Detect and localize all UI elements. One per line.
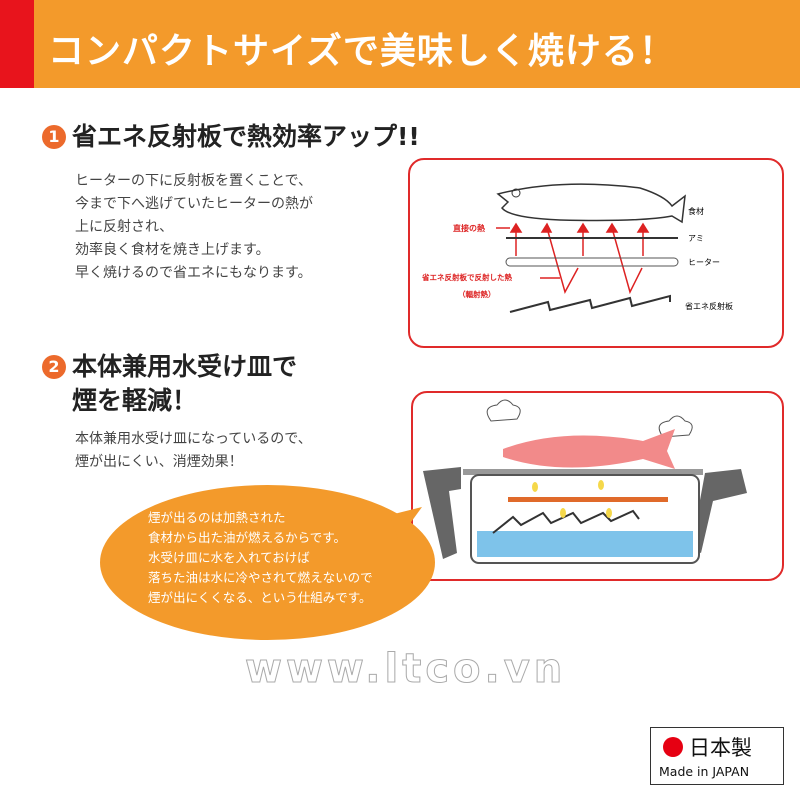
reflector-diagram: 食材 アミ ヒーター 省エネ反射板 直接の熱 省エネ反射板で反射した熱 （輻射熱… — [408, 158, 784, 348]
fish-outline — [496, 183, 686, 224]
section2-body: 本体兼用水受け皿になっているので、 煙が出にくい、消煙効果！ — [75, 428, 312, 474]
text-line: 煙が出るのは加熱された — [148, 510, 286, 525]
oil-drops — [532, 480, 612, 518]
speech-bubble-tail — [390, 507, 422, 540]
label-heater: ヒーター — [688, 258, 720, 267]
grill-handle-right — [691, 469, 747, 553]
header-banner: コンパクトサイズで美味しく焼ける！ — [0, 0, 800, 88]
reflector-plate — [492, 509, 640, 534]
text-line: 上に反射され、 — [75, 219, 174, 235]
grill-net — [463, 469, 703, 475]
label-net: アミ — [688, 234, 704, 243]
grill-handle-left — [423, 467, 461, 559]
section1-body: ヒーターの下に反射板を置くことで、 今まで下へ逃げていたヒーターの熱が 上に反射… — [75, 170, 313, 285]
text-line: ヒーターの下に反射板を置くことで、 — [75, 173, 313, 189]
water-tray-diagram — [411, 391, 784, 581]
section1-title: 省エネ反射板で熱効率アップ!! — [72, 122, 420, 151]
bubble-text: 煙が出るのは加熱された 食材から出た油が燃えるからです。 水受け皿に水を入れてお… — [148, 508, 373, 608]
speech-bubble — [100, 485, 435, 640]
header-accent — [0, 0, 34, 88]
fish — [503, 429, 675, 469]
text-line: 煙が出にくい、消煙効果！ — [75, 454, 243, 470]
badge-jp: 日本製 — [689, 736, 752, 760]
label-reflector: 省エネ反射板 — [685, 301, 733, 311]
label-food: 食材 — [688, 206, 704, 216]
label-direct-heat: 直接の熱 — [453, 223, 485, 233]
smoke-cloud-icon — [486, 399, 521, 422]
section2-title: 煙を軽減！ — [72, 386, 198, 415]
heater — [505, 257, 679, 267]
reflector-plate — [509, 294, 671, 313]
heat-arrows — [496, 222, 650, 295]
smoke-cloud-icon — [658, 415, 693, 438]
text-line: 効率良く食材を焼き上げます。 — [75, 242, 270, 258]
section1-number: 1 — [42, 125, 66, 149]
japan-flag-icon — [663, 737, 683, 757]
text-line: 今まで下へ逃げていたヒーターの熱が — [75, 196, 313, 212]
text-line: 食材から出た油が燃えるからです。 — [148, 530, 347, 545]
water-tray — [477, 531, 693, 557]
text-line: 本体兼用水受け皿になっているので、 — [75, 431, 312, 447]
label-reflected-heat: 省エネ反射板で反射した熱 — [421, 272, 512, 282]
section2-number: 2 — [42, 355, 66, 379]
badge-en: Made in JAPAN — [659, 764, 750, 779]
text-line: 煙が出にくくなる、という仕組みです。 — [148, 590, 372, 605]
text-line: 早く焼けるので省エネにもなります。 — [75, 265, 312, 281]
text-line: 水受け皿に水を入れておけば — [148, 550, 310, 565]
fish-eye — [511, 188, 521, 198]
header-title: コンパクトサイズで美味しく焼ける！ — [48, 31, 676, 72]
text-line: 落ちた油は水に冷やされて燃えないので — [148, 570, 373, 585]
label-radiant: （輻射熱） — [458, 289, 496, 299]
watermark: www.ltco.vn — [244, 646, 567, 693]
made-in-japan-badge: 日本製 Made in JAPAN — [650, 727, 784, 785]
section2-title: 本体兼用水受け皿で — [72, 352, 298, 381]
heater — [508, 497, 668, 502]
